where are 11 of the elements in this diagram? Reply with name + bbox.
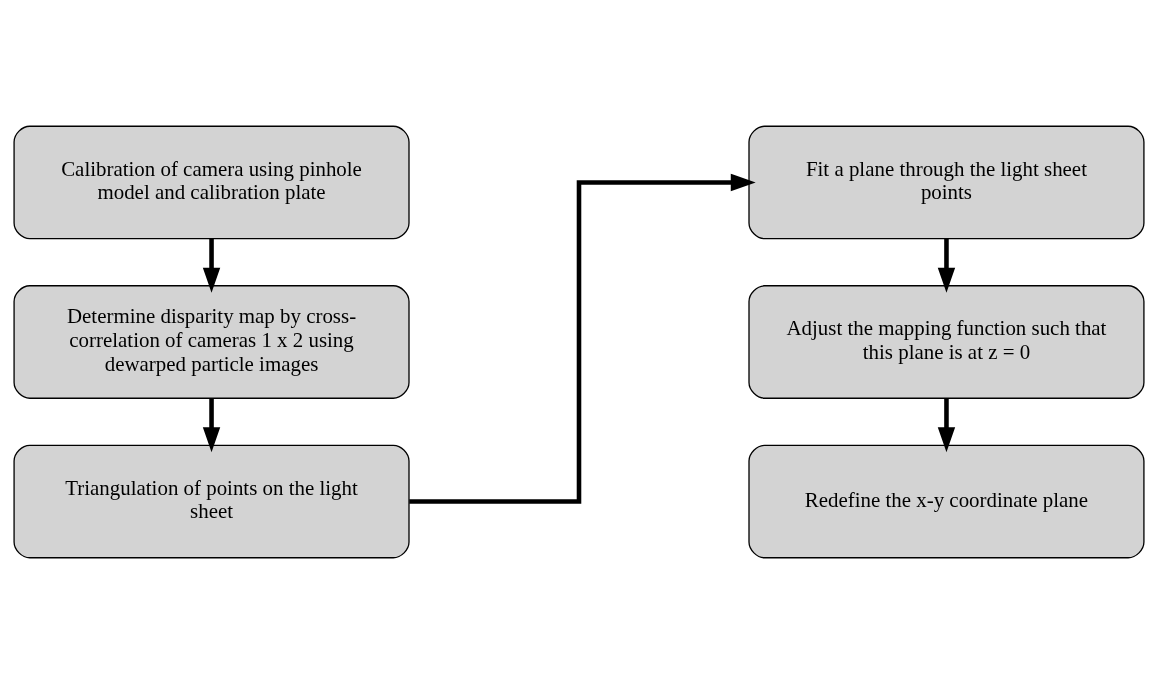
arrow [937,397,956,452]
node-box: Redefine the x-y coordinate plane [748,444,1145,558]
node-box: Fit a plane through the light sheet points [748,125,1145,239]
node-box: Calibration of camera using pinhole model and calibration plate [13,125,410,239]
arrow [202,397,221,452]
node-box: Triangulation of points on the light sheet [13,444,410,558]
arrow [937,238,956,293]
node-box: Adjust the mapping function such that this plane is at z = 0 [748,284,1145,399]
node-box: Determine disparity map by cross-correlation of cameras 1 x 2 using dewarped particle images [13,284,410,399]
arrow [409,173,756,504]
arrow [202,238,221,293]
